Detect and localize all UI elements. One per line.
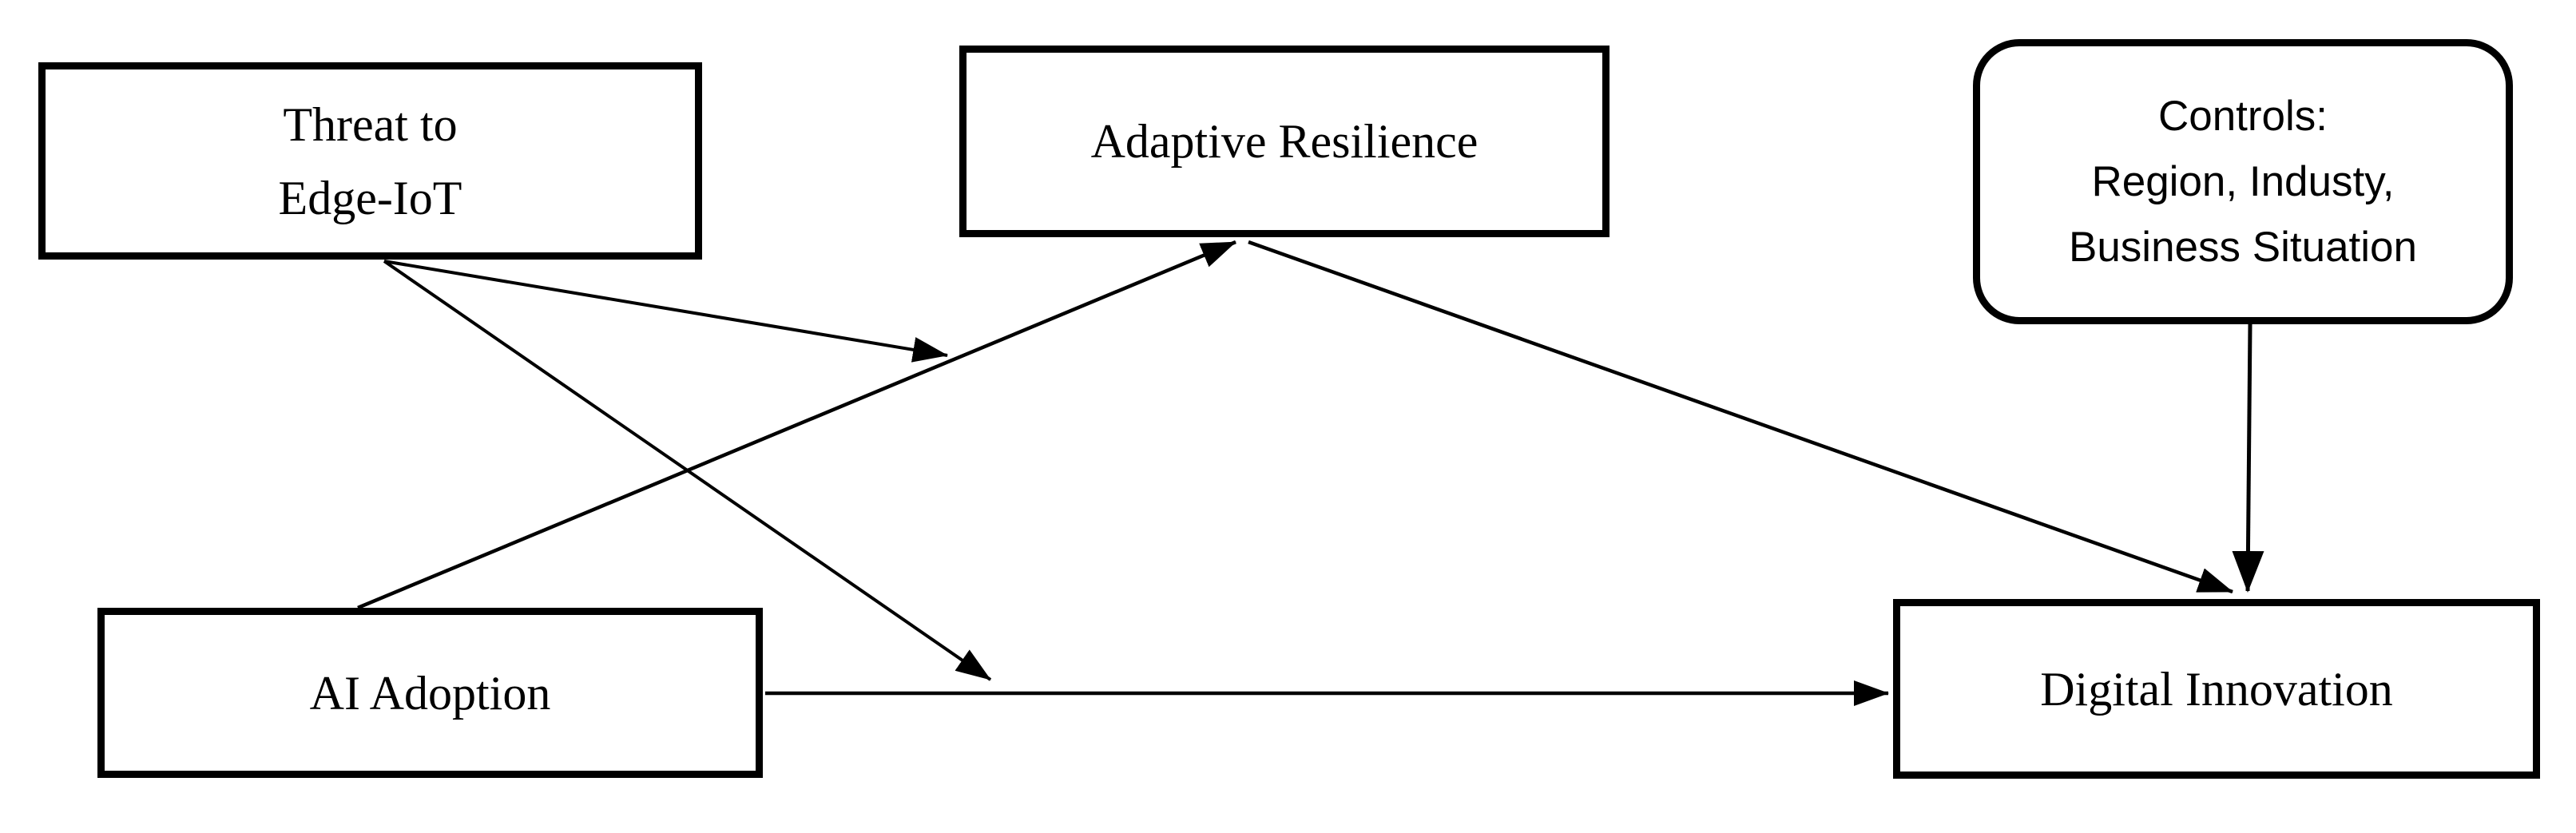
node-threat-to-edge-iot: Threat to Edge-IoT <box>38 62 702 260</box>
node-threat-to-edge-iot-label: Threat to Edge-IoT <box>278 97 462 224</box>
node-digital-innovation: Digital Innovation <box>1893 599 2540 779</box>
node-adaptive-resilience: Adaptive Resilience <box>959 46 1610 237</box>
edge-resilience-to-digital <box>1248 240 2233 594</box>
node-ai-adoption-label: AI Adoption <box>309 666 551 720</box>
edge-threat-moderates-ai-resilience <box>383 260 948 363</box>
node-ai-adoption: AI Adoption <box>97 608 763 778</box>
node-controls-label: Controls: Region, Industy, Business Situ… <box>2068 92 2418 271</box>
node-digital-innovation-label: Digital Innovation <box>2040 662 2393 716</box>
edge-threat-moderates-ai-digital <box>383 260 992 681</box>
node-adaptive-resilience-label: Adaptive Resilience <box>1090 115 1479 168</box>
edge-controls-to-digital <box>2232 323 2264 593</box>
edge-ai-to-resilience <box>357 240 1236 610</box>
node-controls: Controls: Region, Industy, Business Situ… <box>1973 39 2513 324</box>
